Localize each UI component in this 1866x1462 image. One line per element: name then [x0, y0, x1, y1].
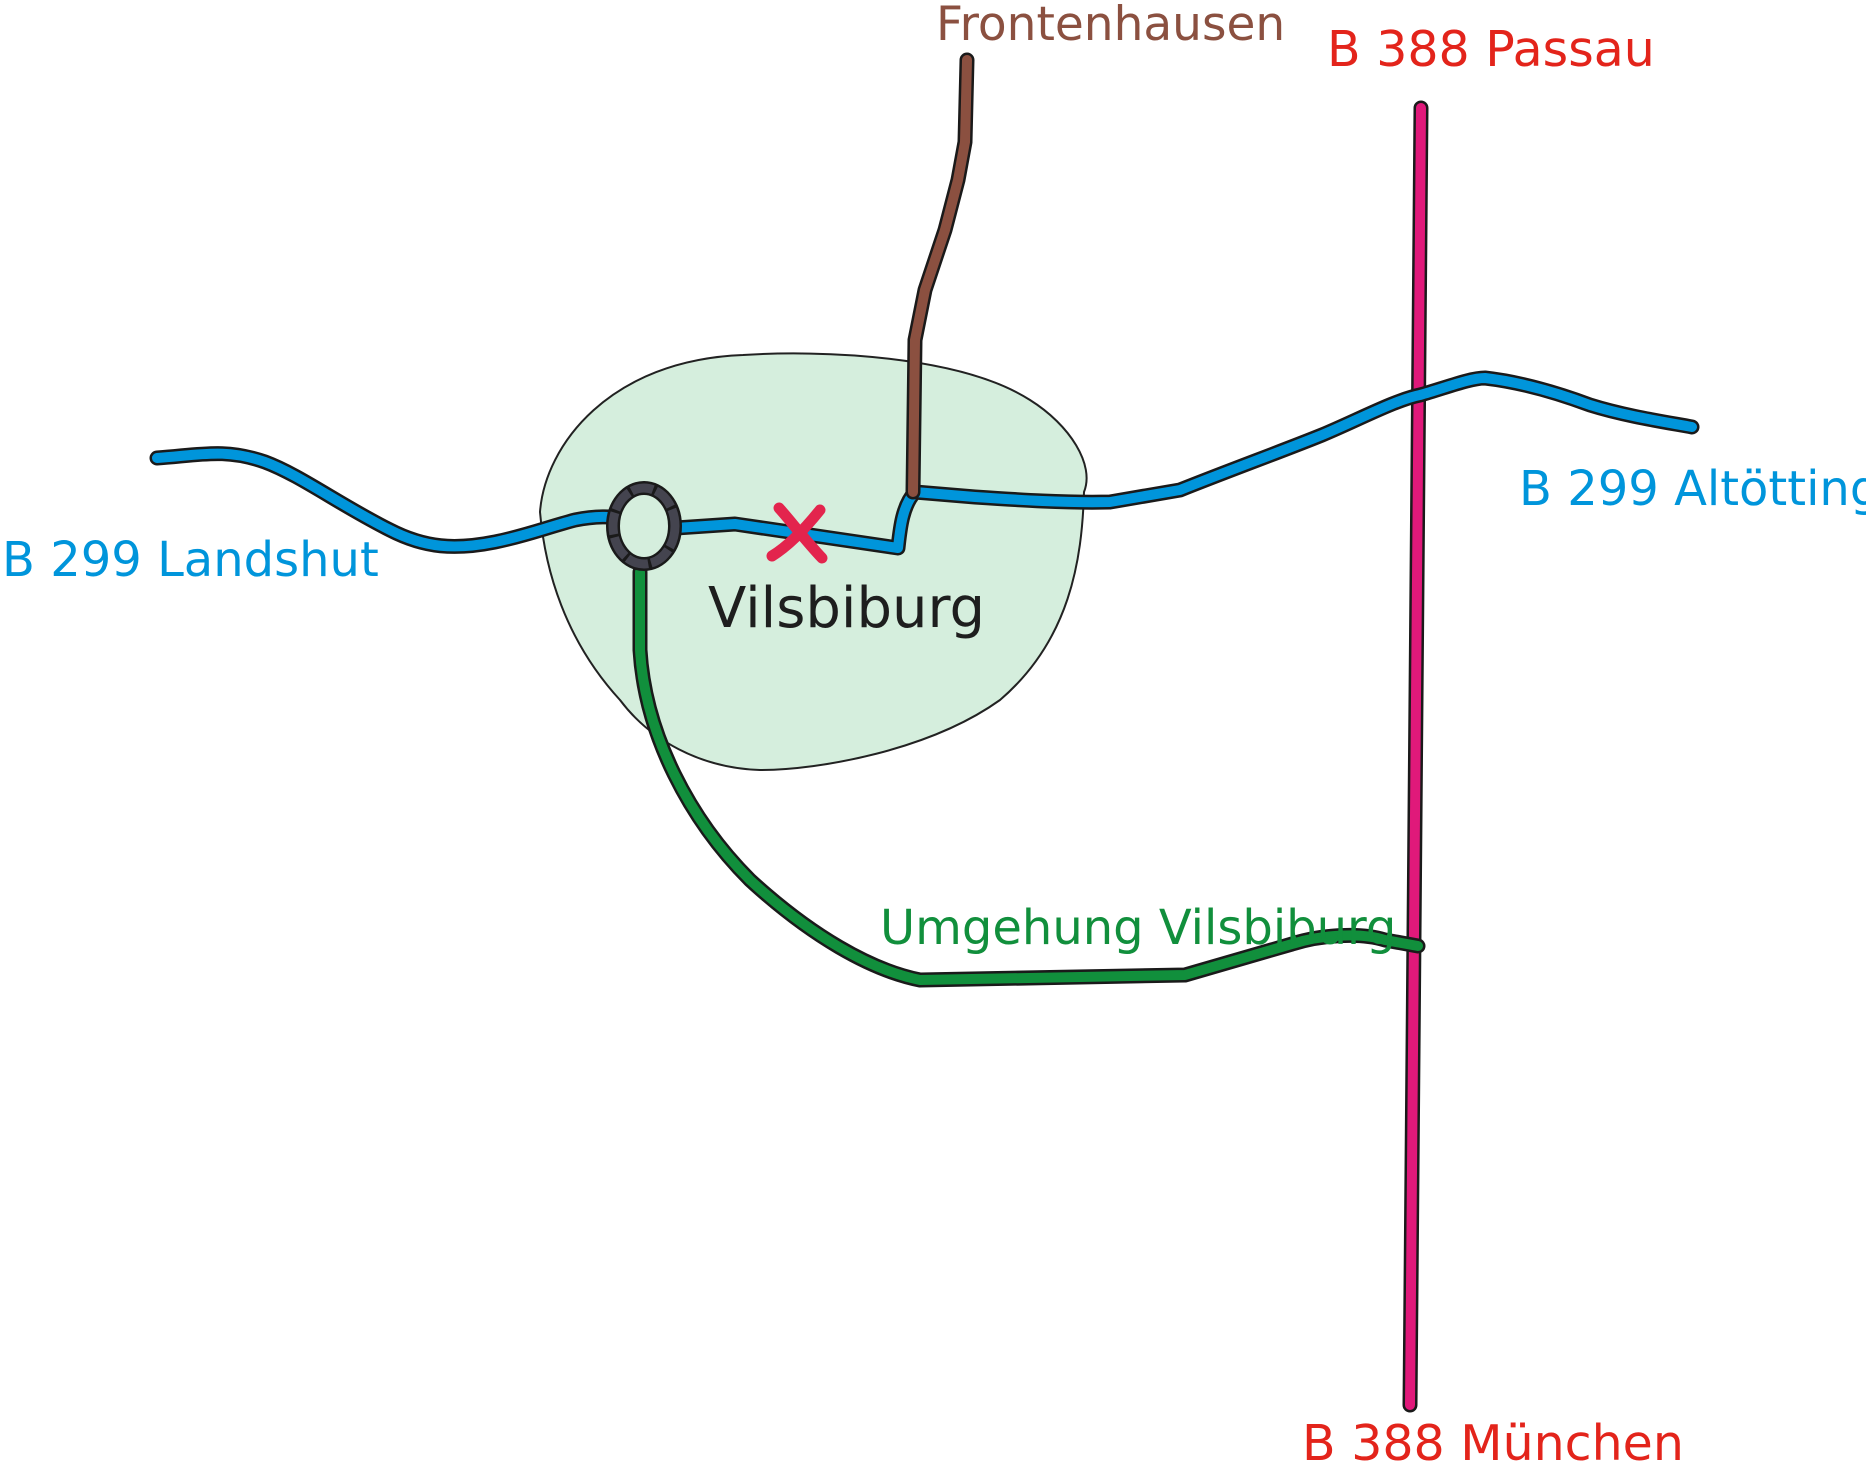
cross-icon	[766, 502, 828, 564]
vilsbiburg-town-area	[538, 352, 1088, 772]
b388-road	[1402, 100, 1429, 1413]
label-frontenhausen: Frontenhausen	[936, 0, 1285, 52]
label-umgehung: Umgehung Vilsbiburg	[880, 900, 1396, 956]
label-b299-landshut: B 299 Landshut	[2, 532, 379, 588]
label-b388-passau: B 388 Passau	[1327, 21, 1655, 78]
label-vilsbiburg: Vilsbiburg	[708, 576, 985, 641]
frontenhausen-road	[905, 52, 975, 500]
roundabout-icon	[606, 481, 682, 571]
label-b299-altoetting: B 299 Altötting	[1519, 461, 1866, 517]
label-b388-muenchen: B 388 München	[1302, 1415, 1684, 1462]
b299-road	[149, 370, 1700, 556]
umgehung-road	[632, 564, 1426, 988]
